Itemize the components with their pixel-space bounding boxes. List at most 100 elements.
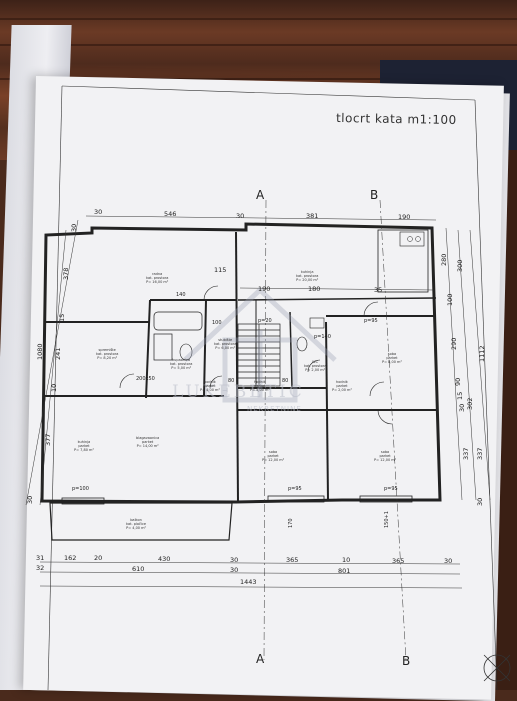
dim-right: 337	[462, 447, 470, 460]
door-label: 140	[176, 292, 186, 298]
dim-right: 30	[476, 497, 484, 506]
door-label: 170	[288, 518, 294, 528]
watermark-brand: LUKEBETIC	[172, 382, 305, 402]
room-name: hodnik parket	[254, 380, 266, 388]
dim-bottom: 10	[342, 556, 351, 564]
dim-left: 378	[62, 267, 70, 280]
dim-bottom: 30	[444, 557, 453, 565]
section-marker-b-bottom: B	[402, 654, 411, 668]
room-area: P= 12,00 m²	[374, 458, 397, 462]
room-name: WC kat. prostora	[304, 360, 327, 368]
wood-grain	[0, 78, 517, 80]
room-name: soba parket	[267, 450, 279, 458]
room-area: P= 5,00 m²	[171, 366, 192, 370]
door-label: 200x50	[136, 376, 155, 382]
section-marker-a-bottom: A	[256, 652, 265, 666]
dim-right: 100	[446, 293, 454, 306]
room-area: P= 7,80 m²	[74, 448, 94, 452]
dim-left: 15	[58, 313, 66, 322]
door-label: p=95	[288, 486, 302, 492]
dim-bottom: 365	[286, 556, 299, 564]
dim-bottom: 162	[64, 554, 77, 562]
room-name: balkon kat. pločice	[126, 518, 147, 526]
dim-total-right: 1112	[478, 345, 486, 362]
room-area: P= 14,00 m²	[136, 444, 159, 448]
dim-right: 30	[458, 403, 466, 412]
room-area: P= 20,00 m²	[296, 278, 319, 282]
dim-top: 381	[306, 212, 319, 220]
dim-bottom: 31	[36, 554, 45, 562]
dim-right: 280	[440, 253, 448, 266]
section-marker-b-top: B	[370, 188, 379, 202]
room-name: kuhinja kat. prostora	[296, 270, 319, 278]
door-label: p=95	[364, 318, 378, 324]
room-area: P= 12,00 m²	[262, 458, 285, 462]
wood-grain	[0, 44, 517, 46]
dim-bottom: 365	[392, 557, 405, 565]
dim-inner: 115	[214, 266, 227, 274]
room-name: radna kat. prostora	[146, 272, 169, 280]
dim-inner: 35	[374, 286, 383, 294]
door-label: p=140	[314, 334, 331, 340]
dim-left: 30	[26, 495, 34, 504]
room-name: blagavaonica parket	[136, 436, 160, 444]
door-label: 80	[282, 378, 289, 384]
room-name: soba parket	[379, 450, 391, 458]
dim-bottom: 30	[230, 556, 239, 564]
dim-right-outer: 302	[466, 397, 474, 410]
dim-bottom: 430	[158, 555, 171, 563]
section-marker-a-top: A	[256, 188, 265, 202]
dim-left: 377	[44, 433, 52, 446]
room-name: spremište kat. prostora	[96, 348, 119, 356]
room-area: P= 8,00 m²	[382, 360, 402, 364]
dim-right: 15	[456, 391, 464, 400]
dim-right-outer: 337	[476, 447, 484, 460]
dim-top: 30	[236, 212, 245, 220]
room-area: P= 4,00 m²	[126, 526, 146, 530]
room-name: kupaonica kat. prostora	[170, 358, 193, 366]
watermark-sub: NEKRETNINE	[247, 405, 302, 413]
dim-bottom: 610	[132, 565, 145, 573]
door-label: 80	[228, 378, 235, 384]
room-area: P= 5,00 m²	[250, 388, 270, 392]
dim-top: 546	[164, 210, 177, 218]
dim-top: 30	[94, 208, 103, 216]
dim-bottom: 20	[94, 554, 103, 562]
room-area: P= 2,00 m²	[305, 368, 326, 372]
dim-left: 241	[54, 347, 62, 360]
door-label: 100	[212, 320, 222, 326]
room-area: P= 16,00 m²	[146, 280, 169, 284]
dim-right: 90	[454, 377, 462, 386]
dim-left: 10	[50, 383, 58, 392]
watermark-logo-icon	[183, 286, 337, 403]
room-area: P= 8,20 m²	[97, 356, 118, 360]
door-label: p=100	[72, 486, 89, 492]
room-name: soba parket	[386, 352, 398, 360]
dim-top: 190	[398, 213, 411, 221]
room-area: P= 4,00 m²	[200, 388, 220, 392]
room-area: P= 2,00 m²	[332, 388, 352, 392]
dim-total-bottom: 1443	[240, 578, 257, 586]
door-label: p=95	[384, 486, 398, 492]
dim-inner: 190	[258, 285, 271, 293]
dim-bottom: 30	[230, 566, 239, 574]
door-label: 150+1	[384, 511, 390, 528]
door-label: p=20	[258, 318, 272, 324]
dim-inner: 180	[308, 285, 321, 293]
room-name: stubište kat. prostora	[214, 338, 237, 346]
room-area: P= 6,00 m²	[215, 346, 236, 350]
room-name: hodnik parket	[204, 380, 216, 388]
